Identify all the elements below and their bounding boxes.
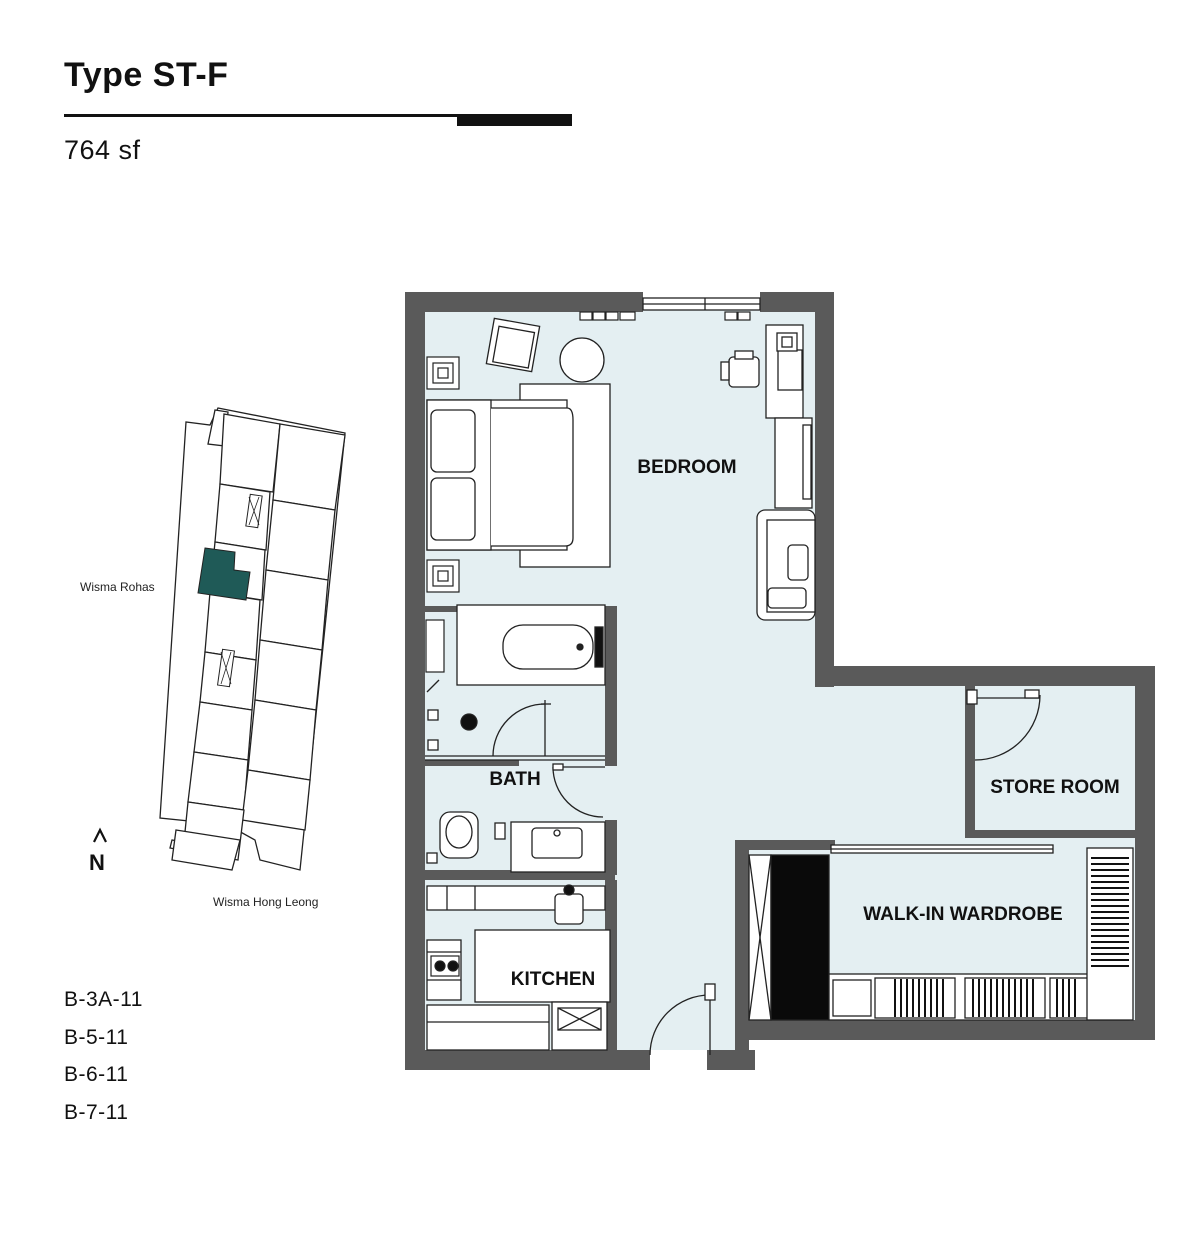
key-plan: Wisma Rohas Wisma Hong Leong N [80,407,346,909]
title-underline-accent [457,116,572,126]
unit-number-list: B-3A-11 B-5-11 B-6-11 B-7-11 [64,985,143,1135]
bed [426,383,611,568]
wardrobe-hangers [894,979,1076,1017]
exterior-walls [405,292,1155,1070]
wardrobe-sliding-door [830,844,1054,854]
hob-icon [430,955,460,977]
room-label-bedroom: BEDROOM [637,457,736,478]
bedroom-window [642,297,761,311]
key-plan-label-south: Wisma Hong Leong [213,895,318,909]
store-room-door [966,689,1041,761]
armchair-and-table [485,317,605,383]
key-plan-unit-highlight [197,547,251,601]
wardrobe-side-hangers [1091,857,1129,967]
entrance-door [649,983,716,1056]
unit-number: B-5-11 [64,1025,129,1049]
tv-console [774,417,813,509]
nightstands [426,356,460,593]
unit-area: 764 sf [64,135,141,165]
vanity [494,821,606,873]
sofa [756,509,816,621]
bath-shelf [425,619,445,673]
room-label-kitchen: KITCHEN [511,969,595,990]
room-label-store-room: STORE ROOM [990,777,1120,798]
desk-area [720,324,804,419]
north-arrow-icon [93,827,107,843]
kitchen-counters [426,884,611,1051]
unit-number: B-7-11 [64,1100,129,1124]
key-plan-label-west: Wisma Rohas [80,580,155,594]
sideboard-items [579,311,751,321]
shower [425,679,605,761]
bathtub [456,604,606,686]
room-label-bath: BATH [489,769,540,790]
bath-door [552,763,605,818]
north-label: N [89,850,105,875]
unit-number: B-6-11 [64,1063,129,1086]
title-underline [64,114,572,117]
unit-type-title: Type ST-F [64,56,229,94]
floor-plan: BEDROOM BATH KITCHEN STORE ROOM WALK-IN … [405,292,1155,1070]
toilet [426,811,479,864]
room-label-walk-in-wardrobe: WALK-IN WARDROBE [863,904,1062,925]
unit-number: B-3A-11 [64,988,143,1011]
